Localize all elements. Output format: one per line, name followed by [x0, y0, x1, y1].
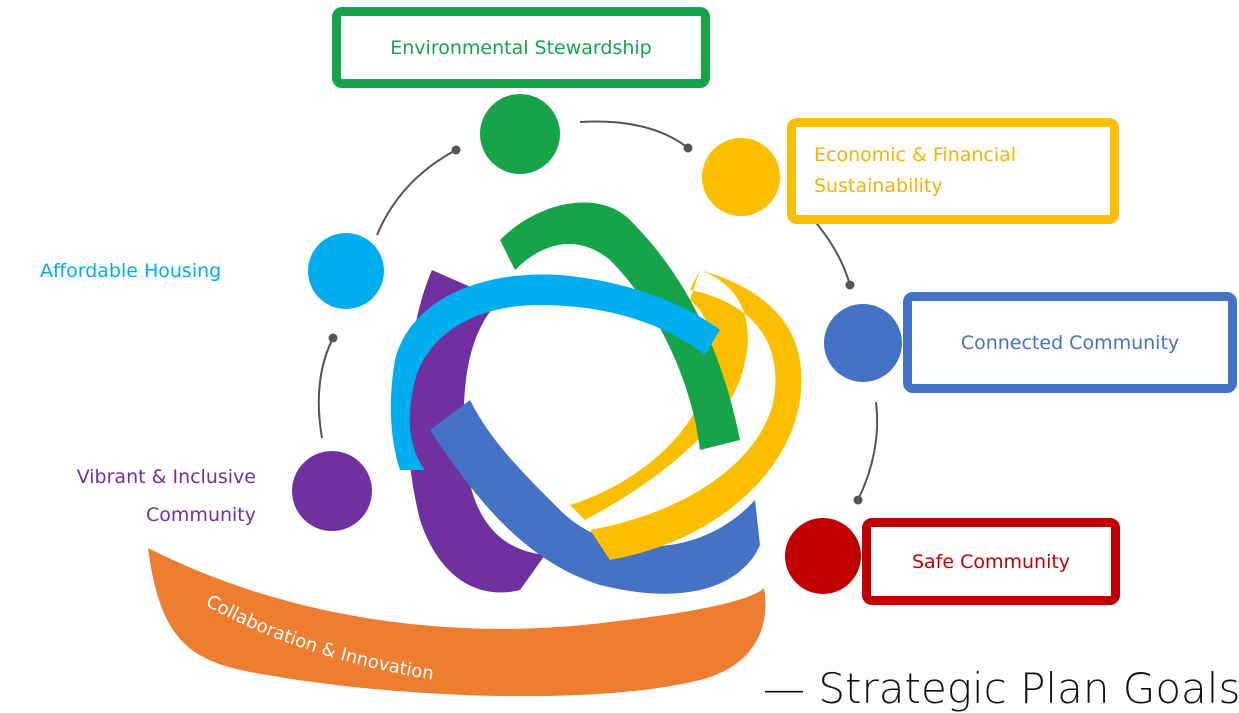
environmental-dot	[480, 94, 560, 174]
ribbon-yellow	[570, 270, 802, 560]
ribbon-purple	[407, 270, 545, 593]
economic-sustainability-box: Economic & Financial Sustainability	[787, 118, 1119, 224]
collaboration-swoosh	[148, 548, 766, 697]
housing-dot	[308, 233, 384, 309]
orbit-dots	[328, 143, 863, 505]
ribbon-blue	[430, 400, 760, 594]
vibrant-community-label: Vibrant & Inclusive Community	[10, 458, 256, 534]
safe-dot	[785, 518, 861, 594]
connected-community-box: Connected Community	[903, 292, 1237, 393]
ribbon-knot	[390, 202, 802, 594]
vibrant-label-line2: Community	[146, 504, 256, 526]
environmental-stewardship-label: Environmental Stewardship	[390, 36, 652, 59]
orbit-connectors	[317, 120, 879, 501]
safe-community-box: Safe Community	[862, 518, 1120, 605]
safe-community-label: Safe Community	[911, 550, 1071, 573]
economic-label-line2: Sustainability	[814, 175, 943, 197]
connected-dot	[824, 304, 902, 382]
environmental-stewardship-box: Environmental Stewardship	[332, 7, 710, 88]
diagram-caption: — Strategic Plan Goals	[763, 664, 1239, 713]
vibrant-label-line1: Vibrant & Inclusive	[76, 466, 256, 488]
economic-label-line1: Economic & Financial	[814, 144, 1017, 166]
affordable-housing-label: Affordable Housing	[40, 260, 222, 282]
connected-community-label: Connected Community	[960, 331, 1180, 354]
economic-dot	[702, 138, 780, 216]
vibrant-dot	[292, 451, 372, 531]
economic-sustainability-label: Economic & Financial Sustainability	[814, 140, 1016, 202]
